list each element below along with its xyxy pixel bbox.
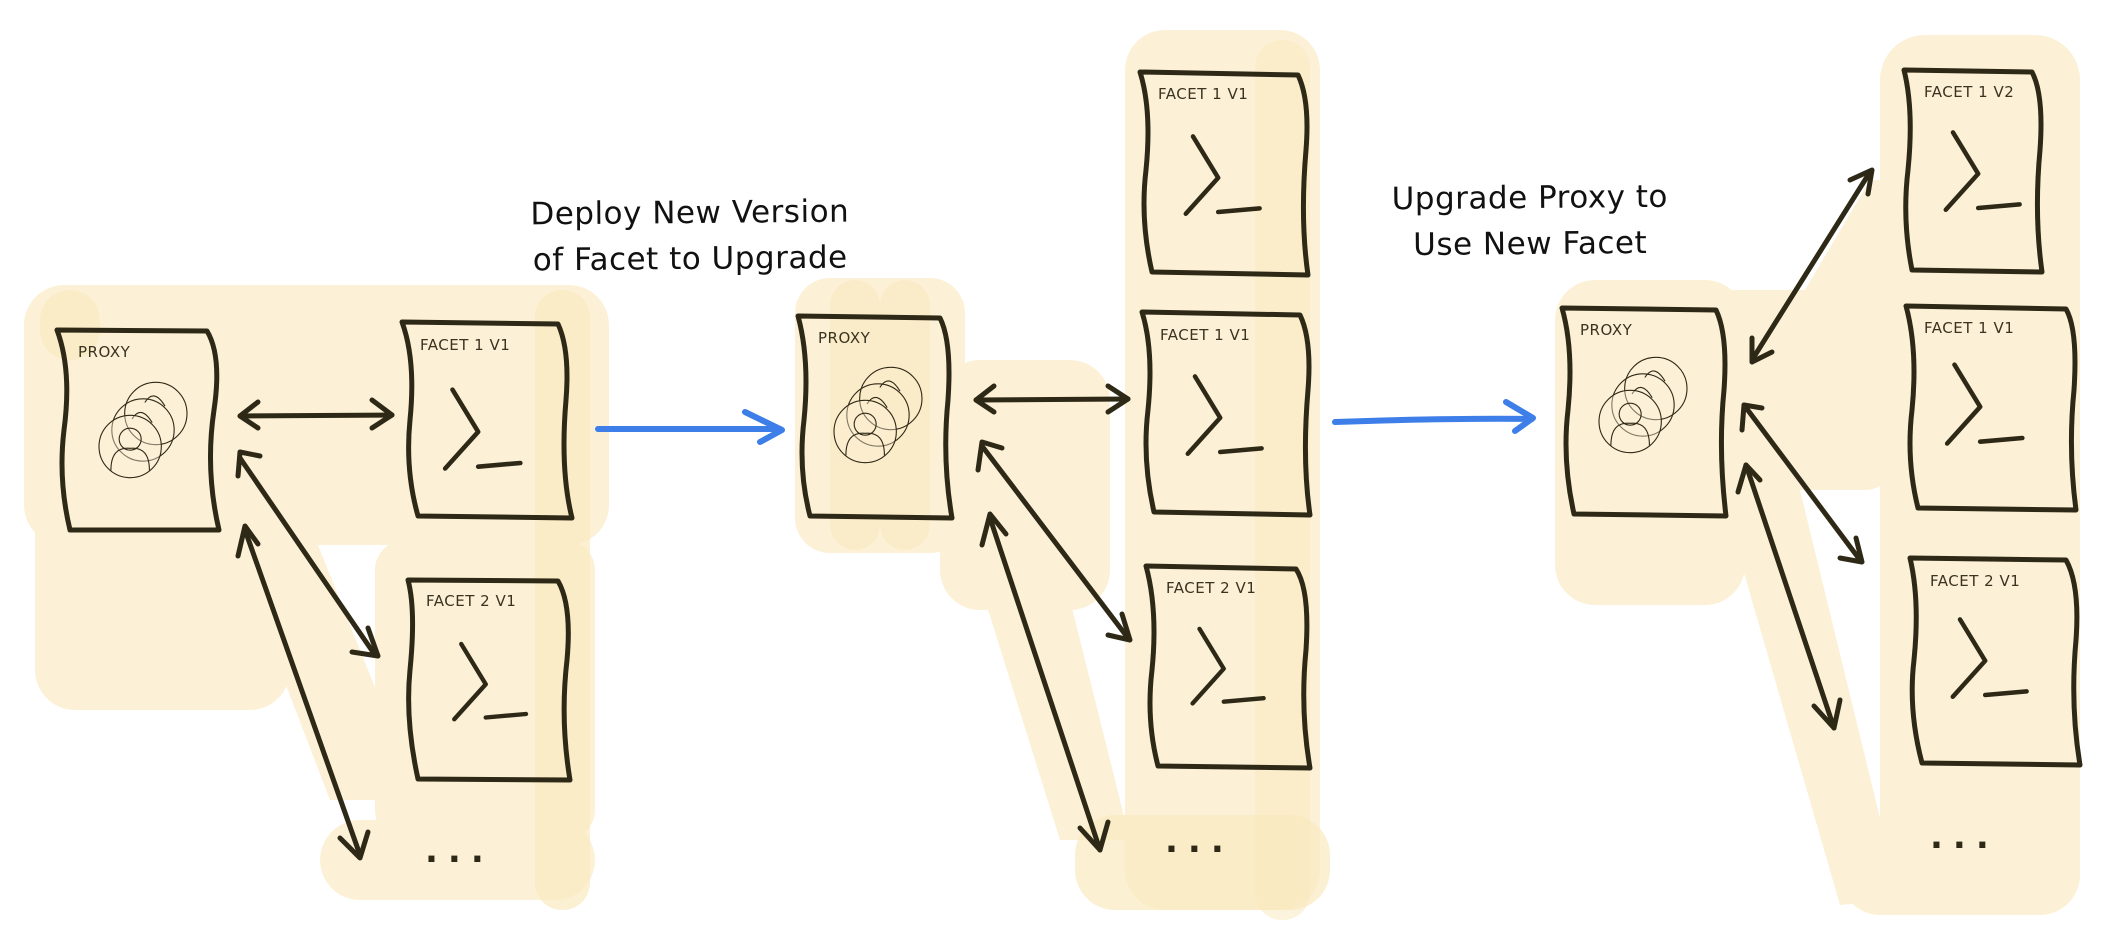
stage-2: PROXY FACET 1 V1 FACET 1 V1 FACET 2 V1	[795, 69, 1313, 861]
facet-box[interactable]: FACET 2 V1	[405, 577, 573, 783]
stage-1: PROXY FACET 1 V1 FACET 2 V1 ...	[54, 319, 575, 871]
facet-label: FACET 1 V1	[1158, 85, 1248, 103]
facet-box[interactable]: FACET 1 V1	[1903, 303, 2079, 513]
proxy-label: PROXY	[1580, 321, 1633, 339]
highlight-region-stage-1	[24, 285, 609, 910]
facet-box[interactable]: FACET 2 V1	[1143, 563, 1313, 771]
facet-label: FACET 1 V2	[1924, 83, 2014, 101]
facet-box[interactable]: FACET 1 V1	[399, 319, 575, 521]
highlight-region-stage-2	[795, 30, 1330, 920]
connector-arrows	[1735, 167, 1875, 731]
facet-box[interactable]: FACET 1 V2	[1901, 67, 2045, 275]
facet-label: FACET 2 V1	[1930, 572, 2020, 590]
facet-label: FACET 2 V1	[426, 592, 516, 610]
caption-line: of Facet to Upgrade	[532, 239, 848, 279]
connector-arrows	[235, 397, 395, 861]
connector-arrows	[973, 383, 1133, 853]
proxy-box[interactable]: PROXY	[54, 327, 222, 533]
facet-box[interactable]: FACET 2 V1	[1907, 555, 2083, 768]
proxy-box[interactable]: PROXY	[1559, 305, 1729, 519]
more-facets-ellipsis: ...	[425, 831, 494, 871]
transition-arrow-2	[1332, 399, 1536, 434]
facet-box[interactable]: FACET 1 V1	[1139, 309, 1313, 518]
caption-line: Upgrade Proxy to	[1391, 178, 1669, 218]
proxy-label: PROXY	[818, 329, 871, 347]
caption-line: Use New Facet	[1413, 224, 1648, 264]
facet-label: FACET 1 V1	[1160, 326, 1250, 344]
more-facets-ellipsis: ...	[1930, 817, 1999, 857]
transition-caption-deploy: Deploy New Version of Facet to Upgrade	[500, 188, 881, 283]
highlight-region-stage-3	[1555, 35, 2080, 915]
facet-label: FACET 1 V1	[1924, 319, 2014, 337]
transition-caption-upgrade-proxy: Upgrade Proxy to Use New Facet	[1345, 173, 1716, 268]
facet-label: FACET 2 V1	[1166, 579, 1256, 597]
proxy-label: PROXY	[78, 343, 131, 361]
more-facets-ellipsis: ...	[1165, 821, 1234, 861]
caption-line: Deploy New Version	[530, 193, 850, 233]
proxy-box[interactable]: PROXY	[795, 313, 955, 521]
stage-3: PROXY FACET 1 V2 FACET 1 V1 FACET 2 V1	[1559, 67, 2083, 857]
facet-label: FACET 1 V1	[420, 336, 510, 354]
facet-box[interactable]: FACET 1 V1	[1137, 69, 1311, 278]
transition-arrow-1	[595, 409, 785, 445]
